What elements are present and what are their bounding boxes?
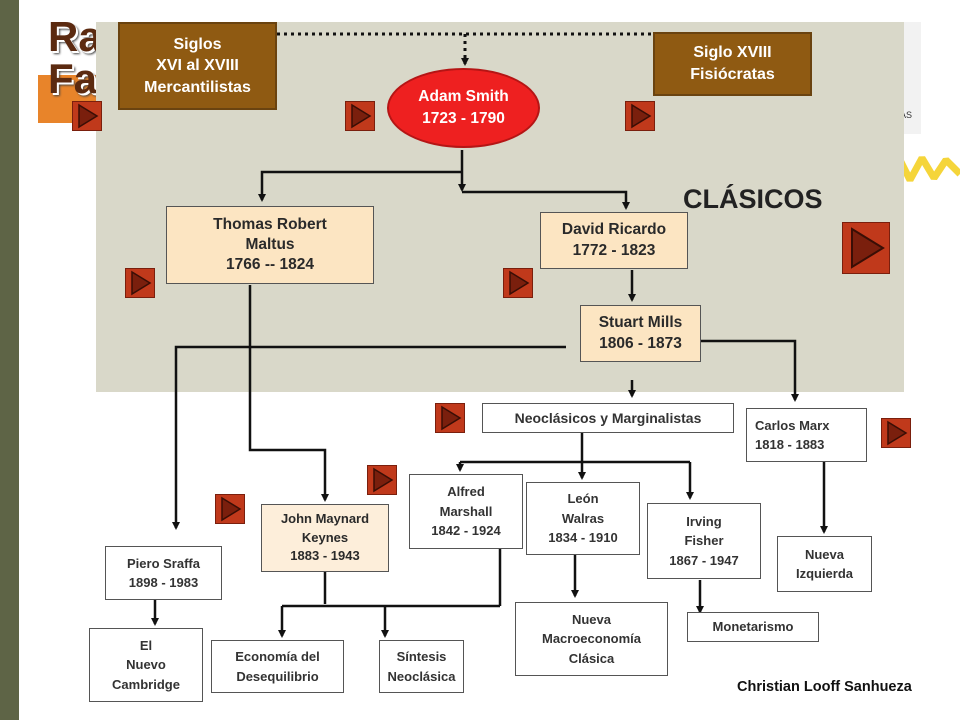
nav-button-marx[interactable]	[881, 418, 911, 448]
desequilibrio-box: Economía del Desequilibrio	[211, 640, 344, 693]
background-title: Ra Fa	[48, 16, 102, 100]
nuevo-cambridge-box: El Nuevo Cambridge	[89, 628, 203, 702]
clasicos-label: CLÁSICOS	[683, 184, 823, 214]
play-triangle-icon	[851, 227, 885, 269]
nav-button-1[interactable]	[72, 101, 102, 131]
fisiocratas-box: Siglo XVIII Fisiócratas	[653, 32, 812, 96]
nav-button-keynes[interactable]	[215, 494, 245, 524]
walras-box: León Walras 1834 - 1910	[526, 482, 640, 555]
nueva-izquierda-box: Nueva Izquierda	[777, 536, 872, 592]
play-triangle-icon	[351, 103, 372, 129]
ricardo-box: David Ricardo 1772 - 1823	[540, 212, 688, 269]
nav-button-malthus[interactable]	[125, 268, 155, 298]
play-triangle-icon	[509, 270, 530, 296]
nav-button-neoclasicos[interactable]	[435, 403, 465, 433]
marshall-box: Alfred Marshall 1842 - 1924	[409, 474, 523, 549]
nav-button-2[interactable]	[345, 101, 375, 131]
marx-box: Carlos Marx 1818 - 1883	[746, 408, 867, 462]
play-triangle-icon	[441, 405, 462, 431]
nav-button-keynes-upper[interactable]	[367, 465, 397, 495]
mills-box: Stuart Mills 1806 - 1873	[580, 305, 701, 362]
background-title-line2: Fa	[48, 55, 98, 102]
left-sidebar-bar	[0, 0, 19, 720]
background-title-line1: Ra	[48, 13, 102, 60]
adam-smith-node: Adam Smith 1723 - 1790	[387, 68, 540, 148]
malthus-box: Thomas Robert Maltus 1766 -- 1824	[166, 206, 374, 284]
nav-button-big[interactable]	[842, 222, 890, 274]
mercantilistas-box: Siglos XVI al XVIII Mercantilistas	[118, 22, 277, 110]
sintesis-box: Síntesis Neoclásica	[379, 640, 464, 693]
nueva-macro-box: Nueva Macroeconomía Clásica	[515, 602, 668, 676]
nav-button-ricardo[interactable]	[503, 268, 533, 298]
sraffa-box: Piero Sraffa 1898 - 1983	[105, 546, 222, 600]
fisher-box: Irving Fisher 1867 - 1947	[647, 503, 761, 579]
play-triangle-icon	[631, 103, 652, 129]
neoclasicos-box: Neoclásicos y Marginalistas	[482, 403, 734, 433]
play-triangle-icon	[78, 103, 99, 129]
nav-button-3[interactable]	[625, 101, 655, 131]
play-triangle-icon	[887, 420, 908, 446]
play-triangle-icon	[373, 467, 394, 493]
keynes-box: John Maynard Keynes 1883 - 1943	[261, 504, 389, 572]
background-image-text: AS	[900, 110, 913, 120]
play-triangle-icon	[131, 270, 152, 296]
play-triangle-icon	[221, 496, 242, 522]
author-credit: Christian Looff Sanhueza	[737, 679, 912, 695]
monetarismo-box: Monetarismo	[687, 612, 819, 642]
